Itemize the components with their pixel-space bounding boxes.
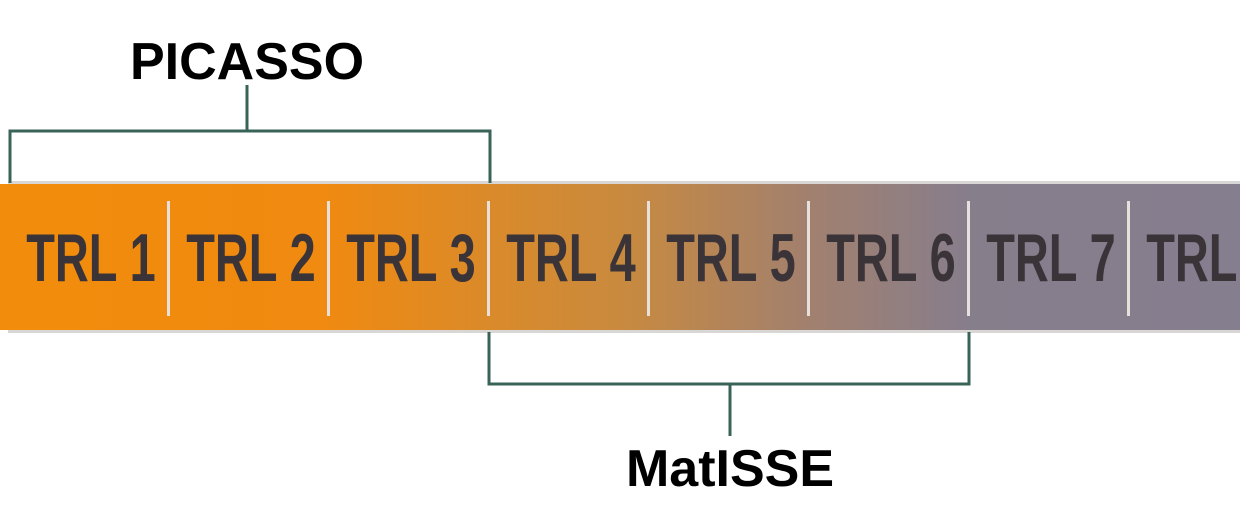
bar-top-border (8, 181, 1240, 185)
trl-level-label: TRL 7 (986, 220, 1115, 296)
trl-divider (327, 201, 330, 316)
trl-divider (1127, 201, 1130, 316)
picasso-bracket (8, 85, 492, 183)
trl-level-label: TRL 2 (186, 220, 315, 296)
trl-level-label: TRL 5 (666, 220, 795, 296)
trl-level-label: TRL 6 (826, 220, 955, 296)
trl-level-label: TRL 4 (506, 220, 636, 296)
picasso-label: PICASSO (130, 33, 364, 91)
trl-divider (167, 201, 170, 316)
trl-divider (807, 201, 810, 316)
matisse-label: MatISSE (626, 440, 834, 498)
trl-level-label: TRL 3 (346, 220, 475, 296)
trl-bar (0, 184, 1240, 330)
trl-level-label: TRL 8 (1146, 220, 1240, 296)
trl-level-label: TRL 1 (26, 220, 155, 296)
trl-divider (647, 201, 650, 316)
matisse-bracket (487, 332, 971, 436)
trl-divider (967, 201, 970, 316)
trl-divider (487, 201, 490, 316)
bar-bottom-border (8, 329, 1240, 333)
